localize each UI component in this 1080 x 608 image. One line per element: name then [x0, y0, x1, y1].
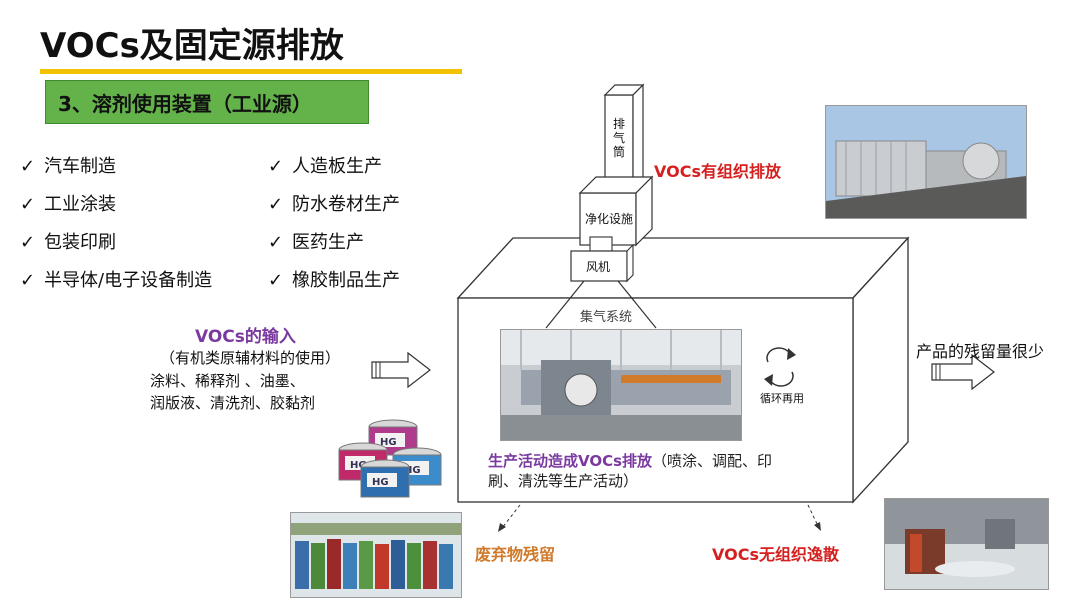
ink-can: HG [360, 459, 410, 498]
check-icon: ✓ [20, 194, 36, 215]
recycle-icon [764, 347, 796, 387]
collection-label: 集气系统 [580, 310, 633, 325]
input-subtitle: （有机类原辅材料的使用） [160, 349, 341, 367]
check-icon: ✓ [268, 194, 284, 215]
industry-item: ✓橡胶制品生产 [268, 270, 400, 291]
check-icon: ✓ [20, 156, 36, 177]
svg-text:HG: HG [372, 477, 389, 488]
svg-text:HG: HG [380, 437, 397, 448]
section-header-box [45, 80, 369, 124]
input-materials-line1: 涂料、稀释剂 、油墨、 [150, 372, 305, 390]
input-title: VOCs的输入 [195, 327, 296, 347]
input-materials-line2: 润版液、清洗剂、胶黏剂 [150, 394, 316, 412]
industry-item: ✓汽车制造 [20, 156, 116, 177]
title-underline [40, 69, 462, 74]
recycle-label: 循环再用 [760, 392, 804, 405]
svg-text:HG: HG [404, 465, 421, 476]
purification-label: 净化设施 [585, 212, 634, 226]
check-icon: ✓ [20, 270, 36, 291]
industry-item: ✓包装印刷 [20, 232, 116, 253]
product-residue-label: 产品的残留量很少 [916, 342, 1045, 361]
input-arrow-icon [371, 351, 431, 389]
svg-text:HG: HG [350, 460, 367, 471]
page-title: VOCs及固定源排放 [40, 26, 344, 66]
ink-can: HG [368, 419, 418, 456]
industry-item: ✓防水卷材生产 [268, 194, 400, 215]
waste-residue-label: 废弃物残留 [475, 545, 556, 564]
organized-emission-label: VOCs有组织排放 [654, 162, 781, 181]
check-icon: ✓ [268, 232, 284, 253]
production-line-photo [500, 329, 742, 441]
industry-item: ✓半导体/电子设备制造 [20, 270, 213, 291]
workshop-floor-photo [884, 498, 1049, 590]
waste-arrow-icon [498, 523, 506, 532]
check-icon: ✓ [20, 232, 36, 253]
check-icon: ✓ [268, 270, 284, 291]
process-emission-text: 生产活动造成VOCs排放（喷涂、调配、印 刷、清洗等生产活动） [488, 452, 773, 490]
stack-label: 排 气 筒 [612, 117, 625, 159]
purification-facility-photo [825, 105, 1027, 219]
section-header: 3、溶剂使用装置（工业源） [58, 92, 312, 116]
output-arrow-icon [931, 353, 995, 391]
waste-drums-photo [290, 512, 462, 598]
industry-item: ✓工业涂装 [20, 194, 116, 215]
fugitive-emission-label: VOCs无组织逸散 [712, 545, 839, 564]
box-top-face [456, 237, 910, 299]
industry-item: ✓医药生产 [268, 232, 364, 253]
fugitive-arrow-icon [814, 522, 821, 531]
industry-item: ✓人造板生产 [268, 156, 382, 177]
fan-unit [570, 250, 628, 282]
ink-cans-image: HG HG HG HG [338, 419, 442, 498]
fan-label: 风机 [586, 260, 611, 274]
check-icon: ✓ [268, 156, 284, 177]
